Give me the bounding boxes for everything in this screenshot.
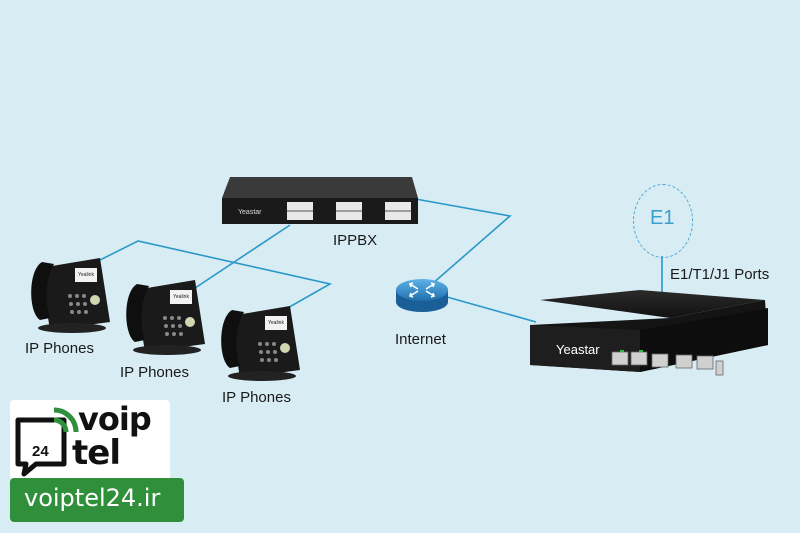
ippbx-label: IPPBX [333,232,378,249]
phone-1-brand: Yealink [78,272,94,278]
ip-phone-2: Yealink [126,280,205,355]
phone-2-brand: Yealink [173,294,189,300]
logo-tel-text: tel [72,433,121,473]
ip-phones-label-1: IP Phones [25,340,94,357]
ip-phones-label-3: IP Phones [222,389,291,406]
line-ippbx-phone2 [179,224,291,299]
ip-phone-3: Yealink [221,306,300,381]
ip-phone-1: Yealink [31,258,110,333]
line-internet-gateway [446,296,537,323]
gateway-brand: Yeastar [556,342,600,357]
ip-phones-label-2: IP Phones [120,364,189,381]
e1-label: E1 [650,207,675,229]
logo-url: voiptel24.ir [24,484,161,512]
ports-label: E1/T1/J1 Ports [670,266,770,283]
ippbx-device: Yeastar [222,177,418,224]
internet-label: Internet [395,331,446,348]
e1-dashed-circle [633,184,693,258]
line-ippbx-internet [409,197,512,285]
gateway-ports [611,351,724,376]
logo-url-bar [10,478,184,522]
phone-3-brand: Yealink [268,320,284,326]
router-icon [396,279,448,312]
ippbx-brand: Yeastar [238,209,262,216]
gateway-device: Yeastar [530,290,768,376]
logo-voip-text: voip [78,400,152,438]
chat-bubble-icon [15,407,79,477]
connection-lines [79,197,663,323]
line-phone1-phone3 [79,240,333,319]
logo-24-text: 24 [32,443,49,460]
